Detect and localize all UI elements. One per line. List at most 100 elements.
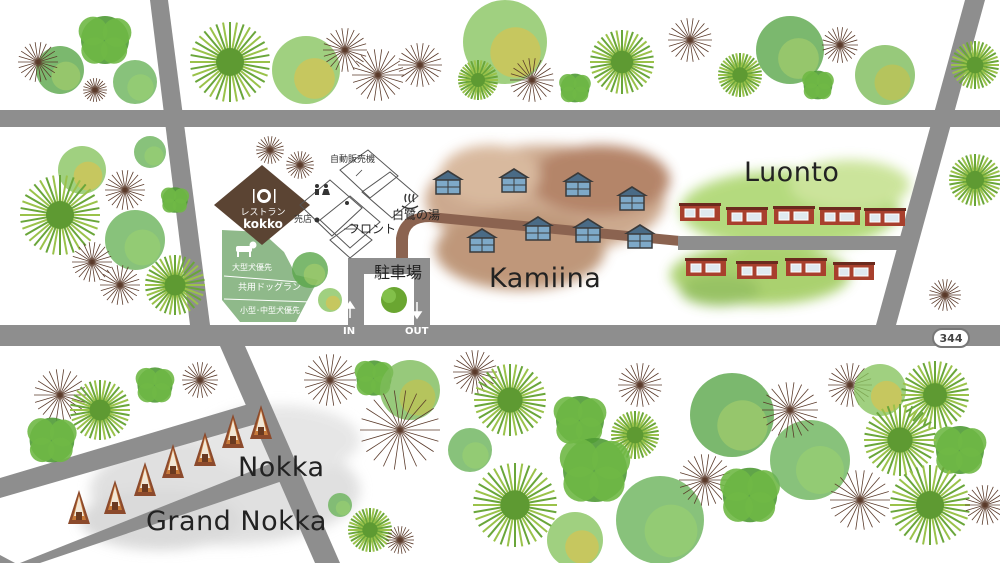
shop-label: 売店 xyxy=(294,215,313,225)
tree xyxy=(590,30,654,94)
large-dog-label: 大型犬優先 xyxy=(232,263,272,272)
luonto-cabins xyxy=(678,202,907,281)
tree xyxy=(473,463,557,547)
entry-out-label: OUT xyxy=(405,326,429,337)
tree xyxy=(756,16,824,84)
luonto-access-road xyxy=(678,236,908,250)
tree xyxy=(510,58,554,102)
tree xyxy=(762,382,818,438)
tree xyxy=(20,175,100,255)
area-label-nokka: Nokka xyxy=(238,452,325,483)
route-344-badge: 344 xyxy=(932,328,970,348)
parking-label: 駐車場 xyxy=(374,263,423,282)
tree xyxy=(348,508,392,552)
tree xyxy=(135,367,175,403)
tree xyxy=(690,373,774,457)
tree xyxy=(386,526,414,554)
tree xyxy=(105,210,165,270)
tree xyxy=(965,485,1000,525)
tree xyxy=(34,369,86,421)
tree xyxy=(318,288,342,312)
dog-icon xyxy=(236,241,257,257)
tree xyxy=(83,78,107,102)
bath-label: 白鷺の湯 xyxy=(392,208,441,222)
tree xyxy=(105,170,145,210)
tree xyxy=(58,146,106,194)
tree xyxy=(190,22,270,102)
restaurant-label-line2: kokko xyxy=(243,217,283,231)
tree xyxy=(864,404,936,476)
area-label-grand-nokka: Grand Nokka xyxy=(146,506,327,537)
tree xyxy=(272,36,340,104)
tree xyxy=(292,252,328,288)
front-label: フロント xyxy=(348,222,397,236)
arrow-up-icon xyxy=(344,300,356,318)
tree xyxy=(901,361,969,429)
tree xyxy=(78,16,132,64)
restroom-icon xyxy=(315,184,330,195)
tree xyxy=(18,42,58,82)
tree xyxy=(611,411,659,459)
tree xyxy=(474,364,546,436)
tree xyxy=(72,242,112,282)
area-label-kamiina: Kamiina xyxy=(489,263,602,294)
tree xyxy=(323,28,367,72)
tree xyxy=(822,27,858,63)
tree xyxy=(328,493,352,517)
tree xyxy=(855,45,915,105)
tree xyxy=(100,265,140,305)
tree xyxy=(145,255,205,315)
tree xyxy=(380,360,440,420)
tree xyxy=(802,70,834,100)
kamiina-access-road xyxy=(396,212,680,258)
tree xyxy=(718,53,762,97)
bath-hot-spring-icon xyxy=(401,193,419,210)
tree xyxy=(453,350,497,394)
tree xyxy=(182,362,218,398)
tree xyxy=(27,417,77,463)
kamiina-cabins xyxy=(431,167,657,253)
restaurant-building xyxy=(214,165,310,245)
dog-run-label: 共用ドッグラン xyxy=(238,283,302,293)
tree xyxy=(398,43,442,87)
restaurant-plate-icon xyxy=(253,189,276,203)
tree xyxy=(929,279,961,311)
tree xyxy=(668,18,712,62)
area-label-luonto: Luonto xyxy=(744,157,840,188)
tree xyxy=(70,380,130,440)
tree xyxy=(352,49,404,101)
tree xyxy=(360,390,440,470)
parking-road xyxy=(348,258,430,325)
tree xyxy=(256,136,284,164)
tree xyxy=(113,60,157,104)
tree xyxy=(618,363,662,407)
tree xyxy=(830,470,890,530)
tree xyxy=(36,46,84,94)
tree xyxy=(854,364,906,416)
restaurant-label: レストラン kokko xyxy=(238,208,288,230)
tree xyxy=(553,396,607,444)
tree xyxy=(559,73,591,103)
tree xyxy=(448,428,492,472)
shop-marker xyxy=(314,201,349,223)
dog-run-area xyxy=(222,230,318,322)
entry-in-label: IN xyxy=(343,326,356,337)
tree xyxy=(933,426,987,474)
tree xyxy=(951,41,999,89)
tree xyxy=(890,465,970,545)
small-dog-label: 小型･中型犬優先 xyxy=(240,306,300,315)
tree xyxy=(559,438,631,502)
vending-label: 自動販売機 xyxy=(330,155,376,165)
tree xyxy=(949,154,1000,206)
tree xyxy=(458,60,498,100)
tree xyxy=(720,467,780,523)
tree xyxy=(286,151,314,179)
tree xyxy=(547,512,603,563)
arrow-down-icon xyxy=(411,302,423,320)
tree xyxy=(134,136,166,168)
